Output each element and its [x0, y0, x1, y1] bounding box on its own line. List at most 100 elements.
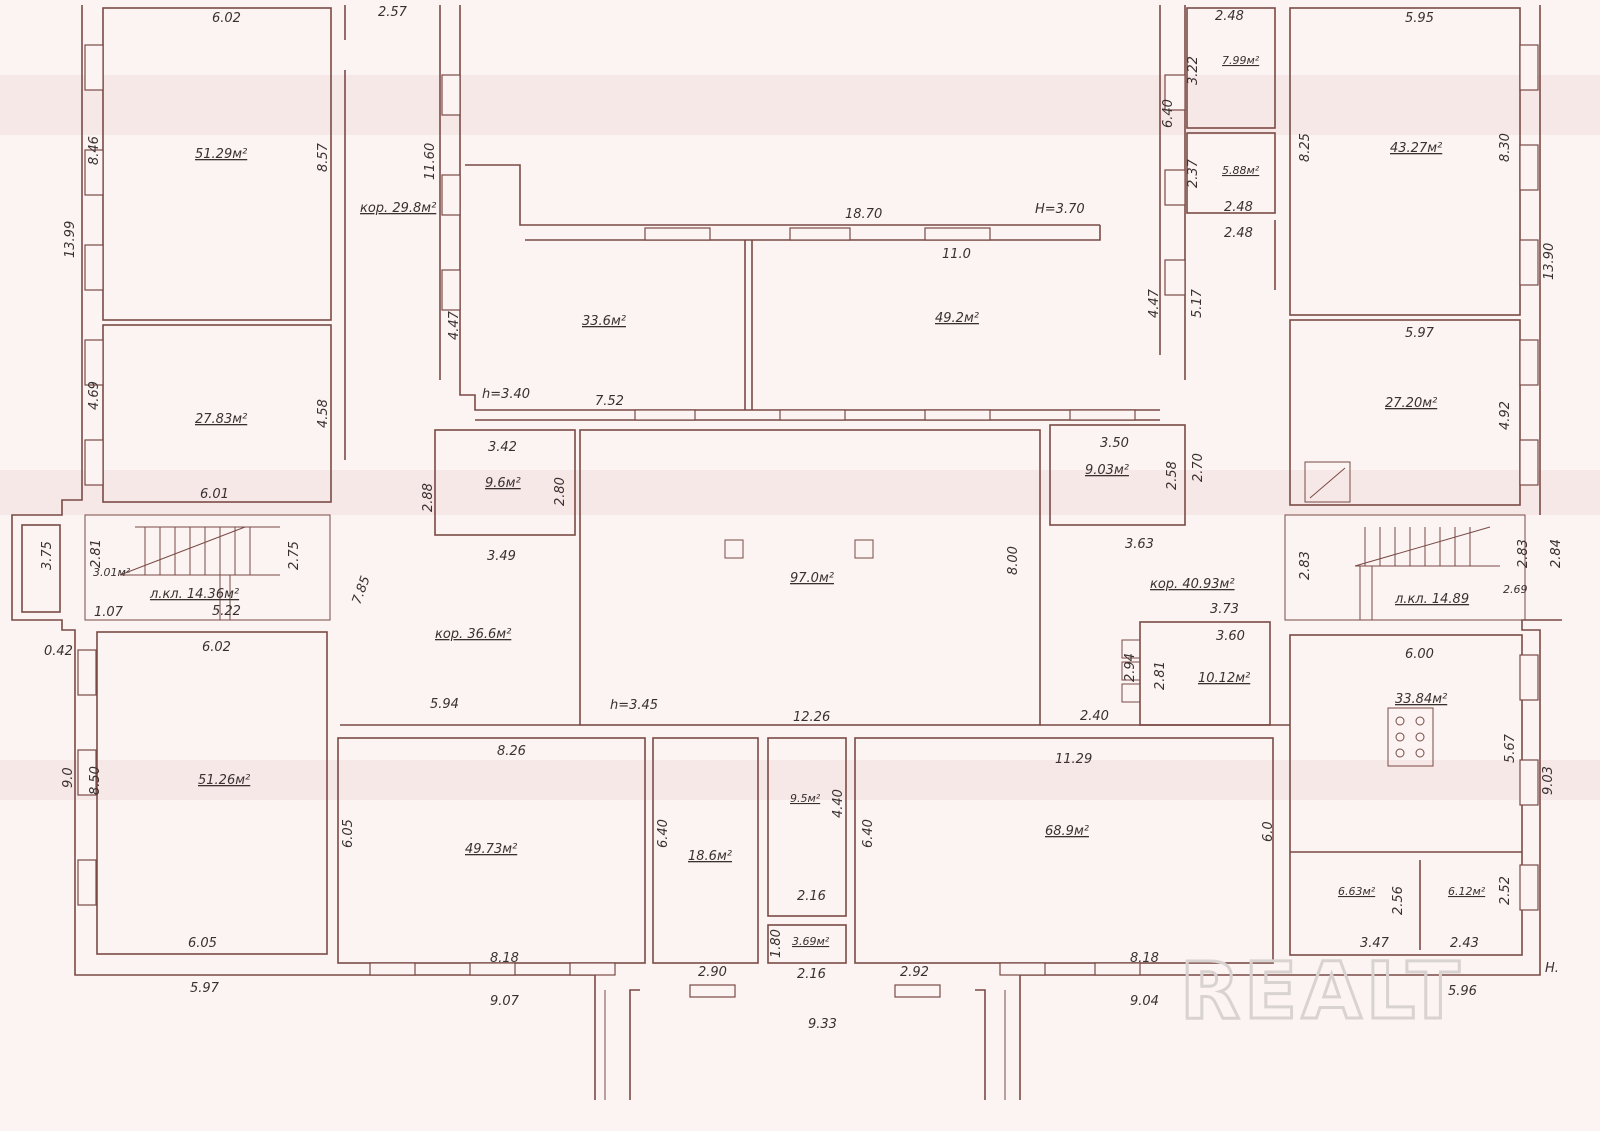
room-area: кор. 36.6м² — [435, 627, 511, 642]
room-area: 3.69м² — [792, 935, 830, 948]
label: 2.92 — [900, 965, 929, 980]
label: 2.83 — [1516, 539, 1531, 568]
label: 2.40 — [1080, 709, 1109, 724]
label: 2.16 — [797, 889, 826, 904]
label: 5.96 — [1448, 984, 1477, 999]
room-area: л.кл. 14.36м² — [149, 587, 239, 602]
label: 2.58 — [1165, 461, 1180, 490]
label: 5.97 — [190, 981, 220, 996]
room-area: 51.26м² — [198, 773, 250, 788]
label: 2.52 — [1498, 876, 1513, 905]
room-area: 49.73м² — [465, 842, 517, 857]
label: 5.17 — [1190, 288, 1205, 318]
label: 2.90 — [698, 965, 727, 980]
label: 4.69 — [87, 381, 102, 410]
label: 6.02 — [202, 640, 231, 655]
label: 3.50 — [1100, 436, 1129, 451]
label: 3.01м² — [93, 566, 131, 579]
label: 2.81 — [89, 539, 104, 568]
label: 6.00 — [1405, 647, 1434, 662]
label: 6.05 — [341, 819, 356, 848]
label: Н. — [1545, 961, 1559, 976]
room-area: 7.99м² — [1222, 54, 1260, 67]
room-area: 5.88м² — [1222, 164, 1260, 177]
walls — [11, 5, 1562, 1100]
room-area: 27.83м² — [195, 412, 247, 427]
label: 2.75 — [287, 541, 302, 570]
windows — [77, 44, 1539, 998]
label: h=3.40 — [482, 387, 530, 402]
label: 2.84 — [1549, 539, 1564, 568]
label: 3.49 — [487, 549, 516, 564]
label: 8.25 — [1298, 133, 1313, 162]
label: 5.22 — [212, 604, 241, 619]
room-area: 33.6м² — [582, 314, 626, 329]
label: 9.07 — [490, 994, 520, 1009]
room-area: кор. 29.8м² — [360, 201, 436, 216]
label: 8.30 — [1498, 133, 1513, 162]
room-area: л.кл. 14.89 — [1394, 592, 1469, 607]
label: 8.26 — [497, 744, 526, 759]
label: 2.88 — [421, 483, 436, 512]
room-area: 6.12м² — [1448, 885, 1486, 898]
label: 5.67 — [1503, 733, 1518, 763]
room-area: 51.29м² — [195, 147, 247, 162]
label: Н=3.70 — [1035, 202, 1085, 217]
label: 6.01 — [200, 487, 229, 502]
label: 13.90 — [1542, 243, 1557, 280]
label: 3.73 — [1210, 602, 1239, 617]
room-area: 6.63м² — [1338, 885, 1376, 898]
room-area: 33.84м² — [1395, 692, 1447, 707]
label: 8.00 — [1006, 546, 1021, 575]
room-area: 43.27м² — [1390, 141, 1442, 156]
label: 4.92 — [1498, 401, 1513, 430]
label: 9.33 — [808, 1017, 837, 1032]
label: 6.02 — [212, 11, 241, 26]
label: 13.99 — [63, 221, 78, 258]
room-area: 68.9м² — [1045, 824, 1089, 839]
room-area: 27.20м² — [1385, 396, 1437, 411]
label: 2.48 — [1215, 9, 1244, 24]
label: 2.94 — [1123, 653, 1138, 682]
room-area: 9.03м² — [1085, 463, 1129, 478]
paper-bands — [0, 75, 1600, 800]
label: 7.52 — [595, 394, 624, 409]
label: 11.0 — [942, 247, 971, 262]
label: 8.50 — [88, 766, 103, 795]
label: 3.60 — [1216, 629, 1245, 644]
label: 5.97 — [1405, 326, 1435, 341]
label: 7.85 — [350, 574, 374, 606]
label: 6.40 — [656, 819, 671, 848]
label: 9.04 — [1130, 994, 1159, 1009]
label: 8.57 — [316, 142, 331, 172]
label: 8.46 — [87, 136, 102, 165]
label: 2.83 — [1298, 551, 1313, 580]
label: 1.80 — [769, 929, 784, 958]
label: 9.0 — [61, 767, 76, 788]
room-area: 49.2м² — [935, 311, 979, 326]
label: 2.56 — [1391, 886, 1406, 915]
label: 2.69 — [1503, 583, 1528, 596]
dimension-labels: 6.02 2.57 8.46 51.29м² 8.57 13.99 кор. 2… — [40, 5, 1564, 1032]
label: 11.29 — [1055, 752, 1092, 767]
label: 3.75 — [40, 541, 55, 570]
label: 12.26 — [793, 710, 830, 725]
label: 4.58 — [316, 399, 331, 428]
label: 3.22 — [1186, 56, 1201, 85]
label: 2.80 — [553, 477, 568, 506]
label: 4.47 — [447, 310, 462, 340]
label: 9.03 — [1541, 766, 1556, 795]
room-area: кор. 40.93м² — [1150, 577, 1235, 592]
label: 2.57 — [378, 5, 408, 20]
label: 4.40 — [831, 789, 846, 818]
label: 3.42 — [488, 440, 517, 455]
room-area: 9.5м² — [790, 792, 821, 805]
label: 2.70 — [1191, 453, 1206, 482]
room-area: 18.6м² — [688, 849, 732, 864]
label: 3.47 — [1360, 936, 1390, 951]
label: h=3.45 — [610, 698, 658, 713]
label: 3.63 — [1125, 537, 1154, 552]
label: 2.81 — [1153, 661, 1168, 690]
room-area: 10.12м² — [1198, 671, 1250, 686]
label: 11.60 — [423, 143, 438, 180]
